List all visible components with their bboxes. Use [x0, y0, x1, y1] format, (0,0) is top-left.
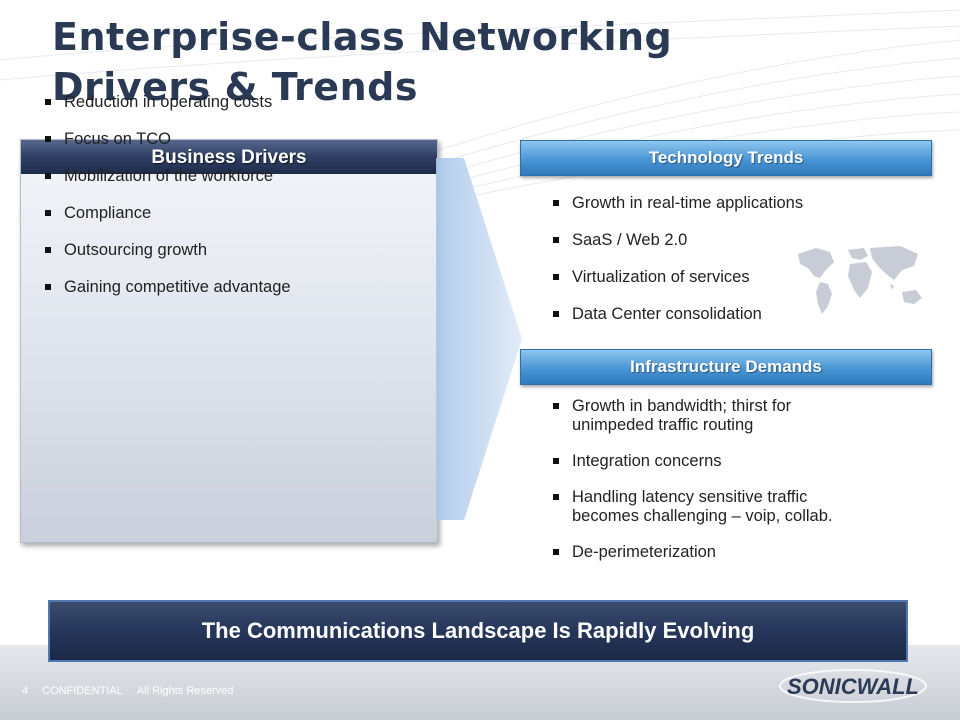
- list-item: Integration concerns: [550, 452, 930, 471]
- communications-banner: The Communications Landscape Is Rapidly …: [48, 600, 908, 662]
- bullet-square-icon: [45, 210, 51, 216]
- bullet-square-icon: [553, 311, 559, 317]
- list-item-text-line-1: De-perimeterization: [572, 543, 716, 561]
- list-item-text: Reduction in operating costs: [64, 93, 273, 111]
- business-drivers-header: Business Drivers: [21, 140, 437, 174]
- bullet-square-icon: [553, 403, 559, 409]
- slide-title: Enterprise-class Networking Drivers & Tr…: [52, 12, 672, 112]
- bullet-square-icon: [45, 284, 51, 290]
- list-item: Focus on TCO: [42, 130, 422, 149]
- list-item-text-line-2: unimpeded traffic routing: [572, 416, 754, 434]
- business-drivers-panel: Business Drivers: [20, 139, 438, 543]
- list-item-text: Mobilization of the workforce: [64, 167, 274, 185]
- bullet-square-icon: [45, 247, 51, 253]
- slide-title-line-2: Drivers & Trends: [52, 65, 418, 109]
- list-item: Gaining competitive advantage: [42, 278, 422, 297]
- list-item-text-line-1: Handling latency sensitive traffic: [572, 488, 808, 506]
- logo-text: SONICWALL: [787, 674, 919, 699]
- sonicwall-logo: SONICWALL: [779, 669, 927, 703]
- business-drivers-list: Reduction in operating costs Focus on TC…: [42, 93, 422, 315]
- list-item: Data Center consolidation: [550, 305, 930, 324]
- bullet-square-icon: [45, 136, 51, 142]
- bullet-square-icon: [553, 494, 559, 500]
- list-item-text: Outsourcing growth: [64, 241, 208, 259]
- confidential-label: CONFIDENTIAL: [42, 685, 123, 697]
- list-item-text: Focus on TCO: [64, 130, 171, 148]
- list-item: Mobilization of the workforce: [42, 167, 422, 186]
- bullet-square-icon: [45, 173, 51, 179]
- list-item: Compliance: [42, 204, 422, 223]
- page-number: 4: [22, 685, 29, 697]
- list-item-text: Virtualization of services: [572, 268, 750, 286]
- footer-text: 4 CONFIDENTIAL All Rights Reserved: [22, 685, 247, 697]
- bullet-square-icon: [553, 274, 559, 280]
- list-item-text: Gaining competitive advantage: [64, 278, 291, 296]
- list-item-text: Compliance: [64, 204, 152, 222]
- technology-trends-list: Growth in real-time applications SaaS / …: [550, 194, 930, 342]
- bullet-square-icon: [553, 200, 559, 206]
- list-item: SaaS / Web 2.0: [550, 231, 930, 250]
- bullet-square-icon: [553, 237, 559, 243]
- bullet-square-icon: [45, 99, 51, 105]
- list-item-text-line-1: Growth in bandwidth; thirst for: [572, 397, 792, 415]
- list-item-text: Growth in real-time applications: [572, 194, 804, 212]
- list-item: De-perimeterization: [550, 543, 930, 562]
- list-item: Virtualization of services: [550, 268, 930, 287]
- chevron-arrow-icon: [436, 158, 522, 520]
- bullet-square-icon: [553, 458, 559, 464]
- slide-title-line-1: Enterprise-class Networking: [52, 15, 673, 59]
- rights-label: All Rights Reserved: [136, 685, 234, 697]
- list-item: Reduction in operating costs: [42, 93, 422, 112]
- world-map-icon: [798, 246, 922, 314]
- list-item: Growth in real-time applications: [550, 194, 930, 213]
- list-item-text-line-2: becomes challenging – voip, collab.: [572, 507, 833, 525]
- list-item-text: Data Center consolidation: [572, 305, 762, 323]
- list-item: Outsourcing growth: [42, 241, 422, 260]
- infrastructure-demands-header: Infrastructure Demands: [520, 349, 932, 385]
- list-item-text: SaaS / Web 2.0: [572, 231, 688, 249]
- list-item-text-line-1: Integration concerns: [572, 452, 722, 470]
- technology-trends-header: Technology Trends: [520, 140, 932, 176]
- bullet-square-icon: [553, 549, 559, 555]
